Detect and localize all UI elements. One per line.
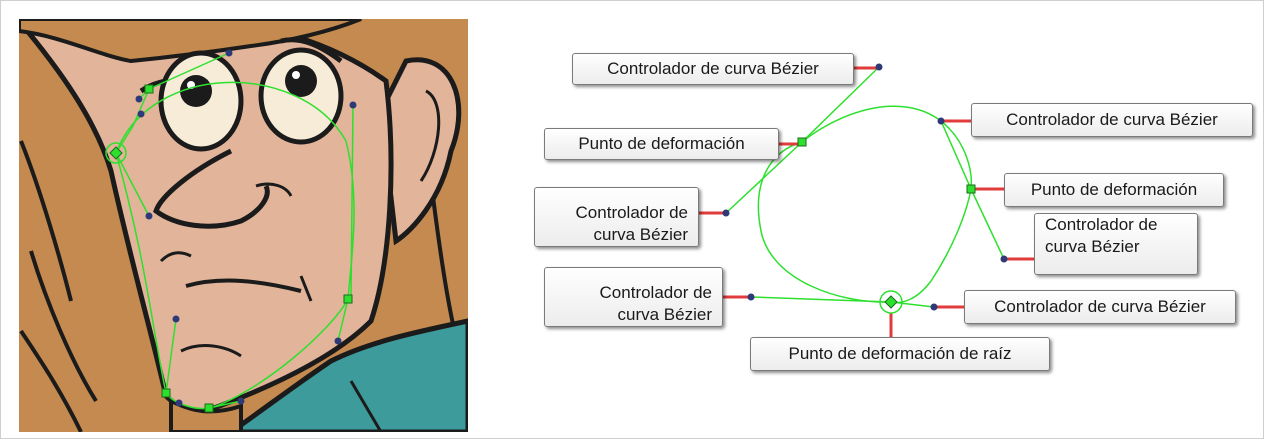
label-text-line1: Controlador de <box>575 203 688 222</box>
label-deform-left: Punto de deformación <box>544 128 779 160</box>
label-handle-right: Controlador de curva Bézier <box>1034 213 1198 275</box>
shirt <box>226 318 468 432</box>
label-text: Controlador de curva Bézier <box>994 297 1206 316</box>
bezier-handle-icon <box>937 117 945 125</box>
deform-point-icon <box>797 137 807 147</box>
character-illustration <box>19 19 468 432</box>
bezier-handle-icon <box>172 315 180 323</box>
label-deform-right: Punto de deformación <box>1004 173 1224 207</box>
deform-point-icon <box>343 294 353 304</box>
label-text-line1: Controlador de <box>1045 215 1158 234</box>
label-text-line2: curva Bézier <box>593 225 688 244</box>
bezier-handle-icon <box>237 397 245 405</box>
bezier-handle-icon <box>722 209 730 217</box>
label-text: Punto de deformación <box>1030 180 1198 199</box>
bezier-handle-icon <box>135 95 143 103</box>
right-eyebrow <box>280 37 343 64</box>
bezier-handle-icon <box>137 110 145 118</box>
deform-point-icon <box>204 403 214 413</box>
label-handle-bottom-left: Controlador de curva Bézier <box>544 267 723 327</box>
root-ring-icon <box>879 290 903 314</box>
label-text: Punto de deformación <box>578 134 745 153</box>
deform-point-icon <box>161 388 171 398</box>
label-text: Punto de deformación de raíz <box>788 344 1012 363</box>
ear <box>378 57 462 246</box>
label-handle-bottom-right: Controlador de curva Bézier <box>964 290 1236 324</box>
label-text-line1: Controlador de <box>599 283 712 302</box>
root-point-icon <box>884 295 898 309</box>
deformation-curve <box>757 105 973 304</box>
bezier-handle-icon <box>145 212 153 220</box>
label-handle-top: Controlador de curva Bézier <box>572 53 854 85</box>
label-text: Controlador de curva Bézier <box>1006 110 1218 129</box>
label-text: Controlador de curva Bézier <box>607 59 819 78</box>
bezier-handle-icon <box>349 101 357 109</box>
label-text-line2: curva Bézier <box>617 305 712 324</box>
bezier-handle-icon <box>175 399 183 407</box>
bezier-handle-icon <box>1000 255 1008 263</box>
bezier-handle-icon <box>225 49 233 57</box>
bezier-handle-icon <box>747 293 755 301</box>
deform-point-icon <box>966 184 976 194</box>
deform-point-icon <box>144 84 154 94</box>
deformation-rig <box>105 49 357 413</box>
label-handle-right-top: Controlador de curva Bézier <box>971 103 1253 137</box>
mouth <box>185 278 302 293</box>
root-ring-icon <box>105 142 127 164</box>
bezier-handle-icon <box>875 63 883 71</box>
label-handle-left: Controlador de curva Bézier <box>534 187 699 247</box>
bezier-handle-icon <box>930 303 938 311</box>
label-text-line2: curva Bézier <box>1045 237 1140 256</box>
bezier-handle-icon <box>334 337 342 345</box>
nose <box>153 148 270 229</box>
label-root: Punto de deformación de raíz <box>750 337 1050 371</box>
